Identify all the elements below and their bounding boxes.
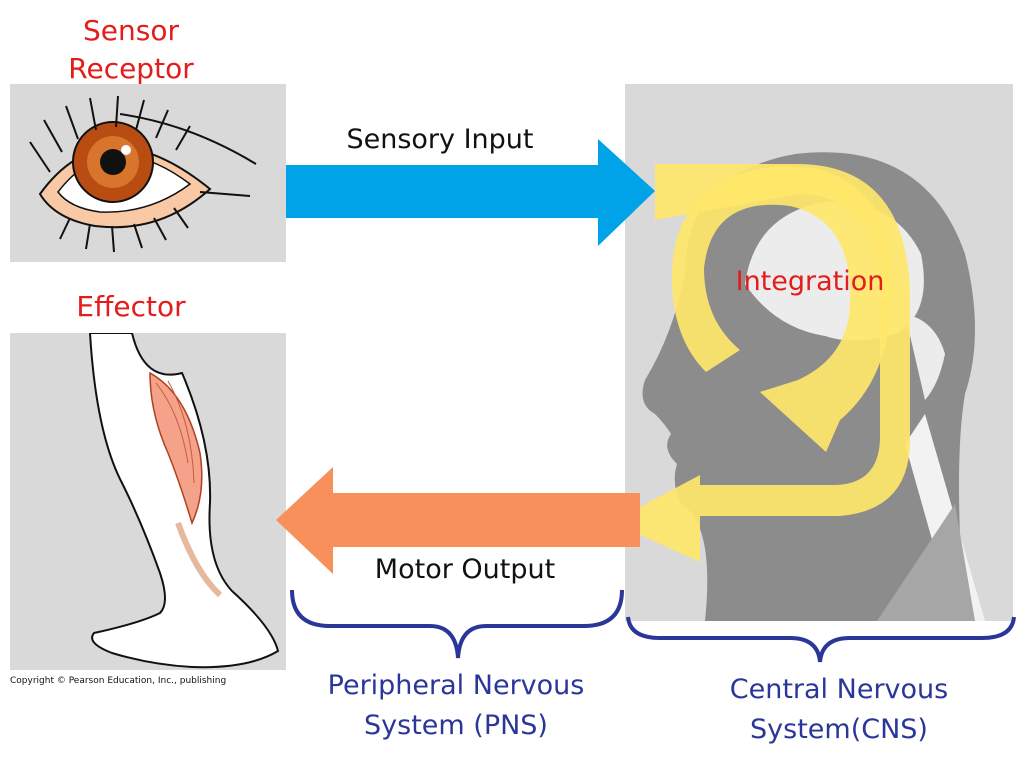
sensory-input-arrow	[286, 139, 655, 246]
sensory-input-label: Sensory Input	[346, 124, 534, 155]
leg-panel	[10, 332, 286, 670]
pns-brace	[290, 589, 624, 659]
leg-muscle-icon	[88, 332, 280, 669]
cns-label: Central Nervous System(CNS)	[676, 670, 1002, 750]
cns-line-1: Central Nervous	[729, 674, 949, 705]
effector-label: Effector	[76, 290, 186, 323]
cns-brace	[626, 616, 1016, 663]
motor-output-label: Motor Output	[374, 554, 556, 585]
eye-icon	[29, 95, 257, 253]
sensor-receptor-line-2: Receptor	[68, 52, 194, 85]
pns-line-2: System (PNS)	[364, 710, 548, 741]
sensor-receptor-line-1: Sensor	[83, 14, 179, 47]
copyright-text: Copyright © Pearson Education, Inc., pub…	[10, 676, 227, 686]
integration-label: Integration	[735, 266, 885, 297]
eye-panel	[10, 84, 286, 262]
pns-line-1: Peripheral Nervous	[327, 670, 585, 701]
pns-label: Peripheral Nervous System (PNS)	[292, 666, 620, 746]
sensor-receptor-label: Sensor Receptor	[0, 12, 262, 88]
motor-output-arrow	[276, 467, 640, 574]
cns-line-2: System(CNS)	[750, 714, 928, 745]
integration-loop-arrow	[612, 164, 910, 562]
